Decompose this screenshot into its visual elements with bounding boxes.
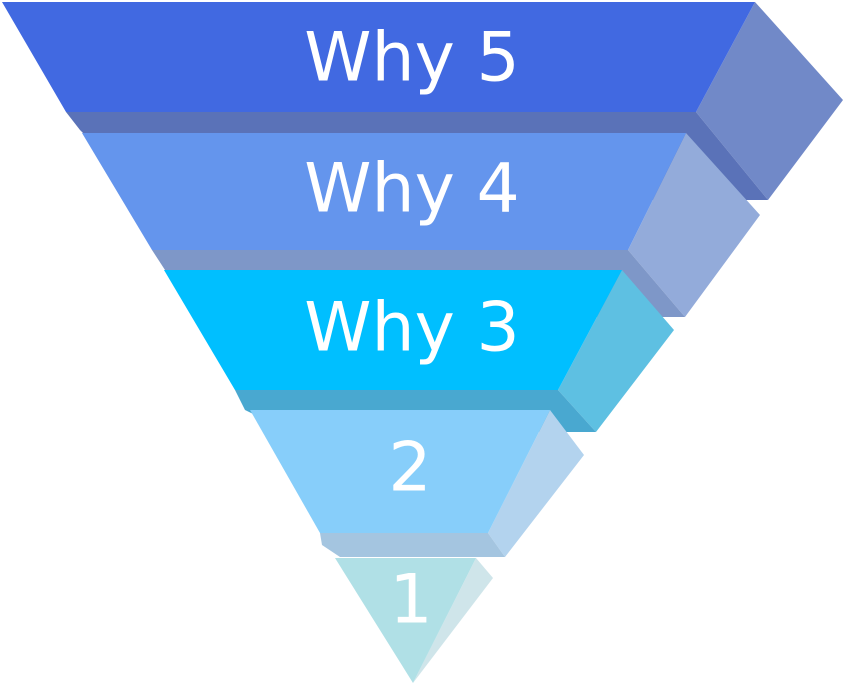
level-4-label: Why 4 <box>304 150 519 229</box>
level-3-front-face <box>164 270 622 390</box>
funnel-level-1: 1 <box>335 558 493 683</box>
level-1-label: 1 <box>389 561 432 640</box>
level-5-front-face <box>2 2 755 112</box>
funnel-level-2: 2 <box>250 410 584 557</box>
level-4-side-face <box>628 133 760 317</box>
level-3-label: Why 3 <box>304 289 519 368</box>
funnel-level-why-3: Why 3 <box>164 270 674 432</box>
level-5-label: Why 5 <box>304 19 519 98</box>
level-2-side-face <box>488 410 584 557</box>
level-1-front-face <box>335 558 476 683</box>
level-2-bottom-face <box>320 533 505 557</box>
level-2-label: 2 <box>388 429 431 508</box>
level-4-front-face <box>82 133 686 250</box>
level-5-side-face <box>696 2 843 200</box>
level-2-front-face <box>250 410 550 533</box>
level-3-side-face <box>558 270 674 432</box>
level-1-side-face <box>413 558 493 683</box>
